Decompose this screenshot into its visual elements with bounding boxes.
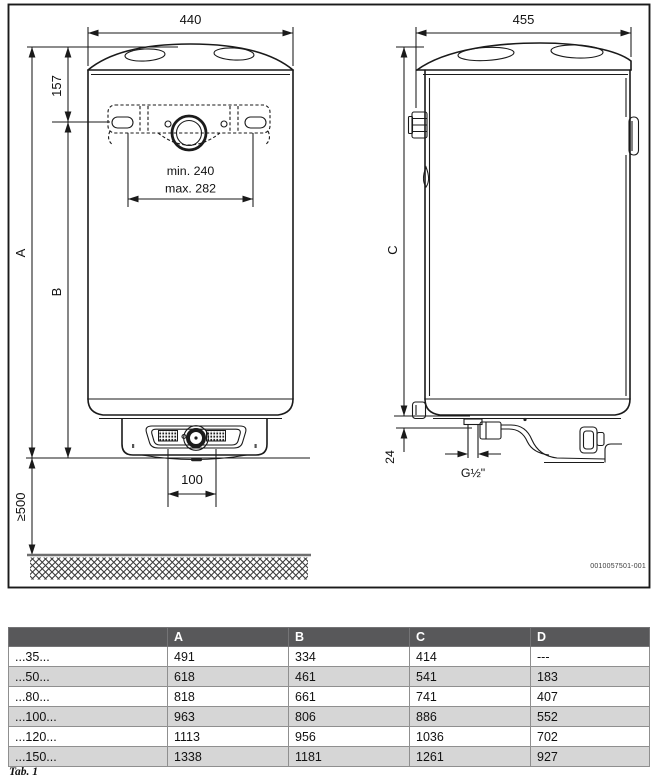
table-caption: Tab. 1 (9, 766, 38, 778)
table-row-50: ...50... 618 461 541 183 (8, 666, 650, 687)
mount-foot (411, 401, 427, 420)
cell-d: 552 (530, 706, 650, 727)
rail-screw (220, 120, 228, 128)
connection-port (158, 430, 178, 442)
dim-500-label: ≥500 (13, 493, 28, 522)
cell-a: 1338 (167, 746, 289, 767)
table-row-35: ...35... 491 334 414 --- (8, 646, 650, 667)
dimension-bracket-span: min. 240 max. 282 (127, 133, 254, 207)
dimensions-table: A B C D ...35... 491 334 414 --- ...50..… (8, 627, 650, 767)
table-row-80: ...80... 818 661 741 407 (8, 686, 650, 707)
table-row-120: ...120... 1113 956 1036 702 (8, 726, 650, 747)
table-header-row: A B C D (8, 627, 650, 647)
dimension-front-width: 440 (87, 12, 294, 66)
dimension-pipe-protrusion: 24 (383, 415, 472, 464)
cable-drop (422, 165, 430, 188)
side-handle (628, 116, 640, 156)
cell-a: 1113 (167, 726, 289, 747)
cell-c: 541 (409, 666, 531, 687)
dim-max282-label: max. 282 (165, 182, 216, 196)
header-a: A (167, 627, 289, 647)
front-bottom-cover (121, 418, 268, 462)
cell-label: ...35... (8, 646, 168, 667)
cell-label: ...150... (8, 746, 168, 767)
dimension-pipe-thread: G½" (445, 450, 501, 480)
rail-slot (111, 116, 134, 129)
front-body (87, 43, 294, 420)
cell-d: 927 (530, 746, 650, 767)
cell-c: 1036 (409, 726, 531, 747)
dimensions-table-wrap: A B C D ...35... 491 334 414 --- ...50..… (8, 627, 650, 767)
cell-b: 956 (288, 726, 410, 747)
cell-c: 1261 (409, 746, 531, 767)
cell-d: 702 (530, 726, 650, 747)
cell-b: 334 (288, 646, 410, 667)
dim-g12-label: G½" (461, 466, 485, 480)
table-row-150: ...150... 1338 1181 1261 927 (8, 746, 650, 767)
thermostat-knob (183, 425, 209, 451)
rail-screw (164, 120, 172, 128)
top-handle-cutout (213, 47, 255, 61)
cell-a: 491 (167, 646, 289, 667)
top-handle-cutout (550, 44, 604, 59)
dim-a-label: A (13, 248, 28, 257)
dim-100-label: 100 (181, 472, 203, 487)
cell-d: 407 (530, 686, 650, 707)
cell-d: 183 (530, 666, 650, 687)
table-row-100: ...100... 963 806 886 552 (8, 706, 650, 727)
drawing-frame (7, 3, 651, 589)
cell-label: ...50... (8, 666, 168, 687)
dim-157-label: 157 (49, 75, 64, 97)
top-handle-cutout (124, 48, 166, 62)
cell-c: 414 (409, 646, 531, 667)
dimension-side-depth: 455 (415, 12, 632, 108)
header-c: C (409, 627, 531, 647)
installation-drawing: 440 A 157 B min. 240 max. 2 (7, 3, 651, 589)
cell-label: ...80... (8, 686, 168, 707)
dim-c-label: C (385, 245, 400, 254)
header-model (8, 627, 168, 647)
rail-slot (244, 116, 267, 129)
side-bottom-cover (463, 417, 622, 464)
cell-a: 818 (167, 686, 289, 707)
water-pipe (467, 424, 479, 458)
cell-c: 741 (409, 686, 531, 707)
dim-min240-label: min. 240 (167, 164, 215, 178)
wall-mount-rail (107, 104, 271, 152)
cell-d: --- (530, 646, 650, 667)
cell-b: 661 (288, 686, 410, 707)
cell-b: 1181 (288, 746, 410, 767)
cell-label: ...120... (8, 726, 168, 747)
header-d: D (530, 627, 650, 647)
dim-24-label: 24 (383, 450, 397, 464)
cell-c: 886 (409, 706, 531, 727)
header-b: B (288, 627, 410, 647)
drawing-number: 0010057501-001 (590, 563, 646, 570)
dim-455-label: 455 (513, 12, 535, 27)
cell-a: 963 (167, 706, 289, 727)
cell-b: 806 (288, 706, 410, 727)
front-view: 440 A 157 B min. 240 max. 2 (13, 12, 311, 580)
dim-440-label: 440 (180, 12, 202, 27)
cell-label: ...100... (8, 706, 168, 727)
dimension-height-a: A (13, 46, 178, 458)
dim-b-label: B (49, 288, 64, 297)
cell-a: 618 (167, 666, 289, 687)
connection-port (206, 430, 226, 442)
side-view: 455 C 24 G½" (383, 12, 640, 480)
dimension-floor-clearance: ≥500 (13, 458, 36, 555)
dimension-height-c: C (385, 46, 424, 416)
top-handle-cutout (457, 46, 515, 62)
dimension-top-offset-157: 157 (49, 47, 110, 123)
floor-hatch (27, 553, 311, 580)
cell-b: 461 (288, 666, 410, 687)
cable-grommet (170, 114, 208, 152)
dimension-port-spacing: 100 (167, 449, 217, 507)
